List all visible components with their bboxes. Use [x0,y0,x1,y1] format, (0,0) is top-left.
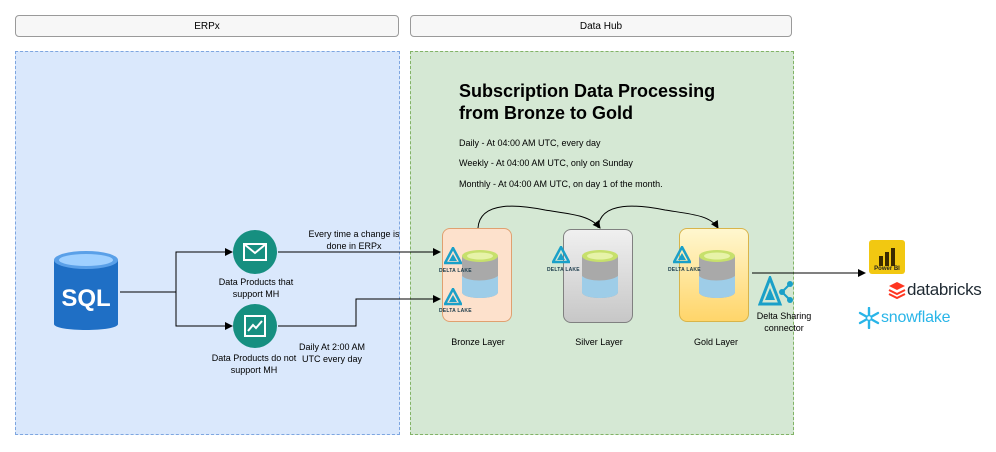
daily-flow-label: Daily At 2:00 AM UTC every day [298,342,366,364]
delta-lake-badge: DELTA LAKE [668,267,701,273]
powerbi-label: Power BI [874,266,900,272]
schedule-weekly: Weekly - At 04:00 AM UTC, only on Sunday [459,158,633,168]
delta-lake-icon [673,246,691,264]
schedule-daily: Daily - At 04:00 AM UTC, every day [459,138,601,148]
delta-sharing-label: Delta Sharing connector [756,311,812,333]
data-hub-header: Data Hub [410,15,792,37]
processing-title: Subscription Data Processing from Bronze… [459,81,716,123]
databricks-icon [888,282,906,299]
databricks-wordmark: databricks [907,280,982,299]
delta-lake-badge: DELTA LAKE [547,267,580,273]
mail-icon [233,230,277,274]
snowflake-icon [858,307,880,329]
non-mh-to-bronze-arrow [278,295,441,327]
chart-icon [233,304,277,348]
sql-to-mh-arrow [120,248,233,293]
sql-database-icon: SQL [54,251,118,330]
snowflake-wordmark: snowflake [881,309,951,326]
delta-lake-icon [444,288,462,306]
bronze-to-silver-arrow [477,205,601,229]
delta-lake-icon [444,247,462,265]
erpx-zone [15,51,400,435]
silver-to-gold-arrow [597,205,719,229]
powerbi-logo: Power BI [869,240,905,274]
erpx-header: ERPx [15,15,399,37]
gold-cylinder-icon [699,250,735,298]
silver-cylinder-icon [582,250,618,298]
non-mh-products-label: Data Products do not support MH [211,353,297,375]
on-change-flow-label: Every time a change is done in ERPx [308,229,400,251]
erpx-header-label: ERPx [194,20,220,32]
delta-lake-icon [552,246,570,264]
silver-layer-label: Silver Layer [575,337,623,347]
powerbi-icon [879,248,895,266]
delta-lake-badge: DELTA LAKE [439,308,472,314]
gold-layer-label: Gold Layer [693,337,739,347]
delta-lake-badge: DELTA LAKE [439,268,472,274]
sql-to-non-mh-arrow [175,292,233,330]
bronze-layer-label: Bronze Layer [451,337,505,347]
delta-sharing-icon [758,276,793,306]
schedule-monthly: Monthly - At 04:00 AM UTC, on day 1 of t… [459,179,663,189]
sql-label: SQL [61,285,110,312]
mh-products-label: Data Products that support MH [218,277,294,299]
bronze-cylinder-icon [462,250,498,298]
data-hub-header-label: Data Hub [579,20,623,32]
